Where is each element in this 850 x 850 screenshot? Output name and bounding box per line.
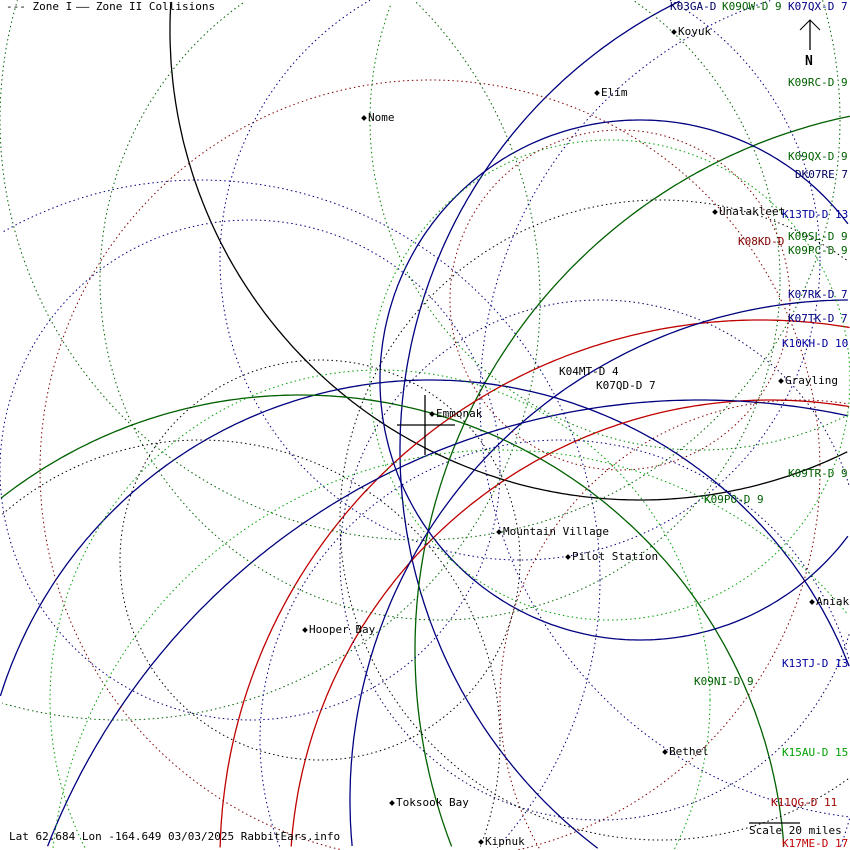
zone1-coverage-arc <box>259 439 850 847</box>
station-label[interactable]: K09QX-D 9 <box>788 150 848 163</box>
zone1-coverage-arc <box>0 0 841 541</box>
city-marker-icon <box>302 627 308 633</box>
zone1-coverage-arc <box>2 1 541 721</box>
zone1-coverage-arc <box>0 219 501 721</box>
city-label: Bethel <box>669 745 709 758</box>
zone1-coverage-arc <box>479 0 848 818</box>
zone2-collision-arc <box>290 399 850 847</box>
city-label: Hooper Bay <box>309 623 376 636</box>
north-arrow-icon <box>799 19 821 31</box>
zone2-collision-arc <box>169 2 848 501</box>
station-label[interactable]: K17ME-D 17 <box>782 837 849 850</box>
city-marker-icon <box>565 554 571 560</box>
city-label: Nome <box>368 111 395 124</box>
station-label[interactable]: K10KH-D 10 <box>782 337 849 350</box>
station-label[interactable]: K03GA-D <box>670 0 717 13</box>
city-label: Aniak <box>816 595 850 608</box>
station-label[interactable]: DK07RE 7 <box>795 168 848 181</box>
city-mountain-village: Mountain Village <box>496 525 609 538</box>
zone1-coverage-arc <box>339 199 849 841</box>
zone1-coverage-arc <box>3 179 601 849</box>
city-label: Elim <box>601 86 628 99</box>
station-label[interactable]: K09RC-D 9 <box>788 76 848 89</box>
station-label[interactable]: K07QD-D 7 <box>596 379 656 392</box>
city-marker-icon <box>429 411 435 417</box>
city-bethel: Bethel <box>662 745 709 758</box>
station-label[interactable]: K09OW-D 9 <box>722 0 782 13</box>
city-nome: Nome <box>361 111 395 124</box>
scale-label: Scale 20 miles <box>749 824 842 837</box>
city-marker-icon <box>361 115 367 121</box>
city-label: Unalakleet <box>719 205 786 218</box>
zone1-coverage-arc <box>369 139 850 621</box>
city-marker-icon <box>662 749 668 755</box>
city-aniak: Aniak <box>809 595 850 608</box>
city-label: Emmonak <box>436 407 483 420</box>
zone1-coverage-arc <box>52 449 848 848</box>
station-label[interactable]: K09TR-D 9 <box>788 467 848 480</box>
city-marker-icon <box>389 800 395 806</box>
city-marker-icon <box>809 599 815 605</box>
city-koyuk: Koyuk <box>671 25 712 38</box>
zone2-collision-arc <box>379 119 849 641</box>
station-label[interactable]: K09SL-D 9 <box>788 230 848 243</box>
station-label[interactable]: K13TD-D 13 <box>782 208 849 221</box>
city-marker-icon <box>496 529 502 535</box>
city-pilot-station: Pilot Station <box>565 550 659 563</box>
zone2-collision-arc <box>399 0 680 849</box>
city-toksook-bay: Toksook Bay <box>389 796 469 809</box>
zone2-collision-arc <box>414 115 850 847</box>
city-label: Grayling <box>785 374 838 387</box>
zone1-coverage-arc <box>369 3 849 451</box>
city-label: Koyuk <box>678 25 712 38</box>
city-marker-icon <box>778 378 784 384</box>
city-label: Kipnuk <box>485 835 525 848</box>
city-marker-icon <box>594 90 600 96</box>
station-label[interactable]: K09PC-D 9 <box>788 244 848 257</box>
station-label[interactable]: K07QX-D 7 <box>788 0 848 13</box>
north-label: N <box>805 54 813 69</box>
city-label: Mountain Village <box>503 525 609 538</box>
legend-zone2: —— Zone II Collisions <box>76 0 216 13</box>
city-elim: Elim <box>594 86 628 99</box>
zone2-collision-arc <box>0 379 850 697</box>
zone2-collision-arc <box>0 394 785 847</box>
station-label[interactable]: K07TK-D 7 <box>788 312 848 325</box>
zone1-coverage-arc <box>49 369 711 850</box>
city-marker-icon <box>478 839 484 845</box>
station-label[interactable]: K15AU-D 15 <box>782 746 849 759</box>
city-unalakleet: Unalakleet <box>712 205 786 218</box>
station-label[interactable]: K08KD-D <box>738 235 785 248</box>
zone1-coverage-arc <box>219 0 821 561</box>
city-hooper-bay: Hooper Bay <box>302 623 376 636</box>
station-label[interactable]: K13TJ-D 13 <box>782 657 849 670</box>
zone1-coverage-arc <box>449 129 791 471</box>
station-label[interactable]: K11QG-D 11 <box>771 796 838 809</box>
zone2-collision-arc <box>349 299 848 847</box>
zone1-coverage-arc <box>2 439 501 847</box>
city-label: Toksook Bay <box>396 796 469 809</box>
zone2-collision-arc <box>46 399 848 847</box>
station-label[interactable]: K09NI-D 9 <box>694 675 754 688</box>
city-marker-icon <box>712 209 718 215</box>
zone1-coverage-arc <box>99 0 781 621</box>
city-kipnuk: Kipnuk <box>478 835 525 848</box>
city-marker-icon <box>671 29 677 35</box>
zone1-coverage-arc <box>39 79 821 850</box>
legend-zone1: --- Zone I <box>6 0 73 13</box>
city-label: Pilot Station <box>572 550 659 563</box>
footer-coordinates: Lat 62.684 Lon -164.649 03/03/2025 Rabbi… <box>9 830 341 843</box>
city-emmonak: Emmonak <box>429 407 483 420</box>
city-grayling: Grayling <box>778 374 838 387</box>
station-label[interactable]: K09PO-D 9 <box>704 493 764 506</box>
station-label[interactable]: K04MT-D 4 <box>559 365 619 378</box>
station-label[interactable]: K07RK-D 7 <box>788 288 848 301</box>
